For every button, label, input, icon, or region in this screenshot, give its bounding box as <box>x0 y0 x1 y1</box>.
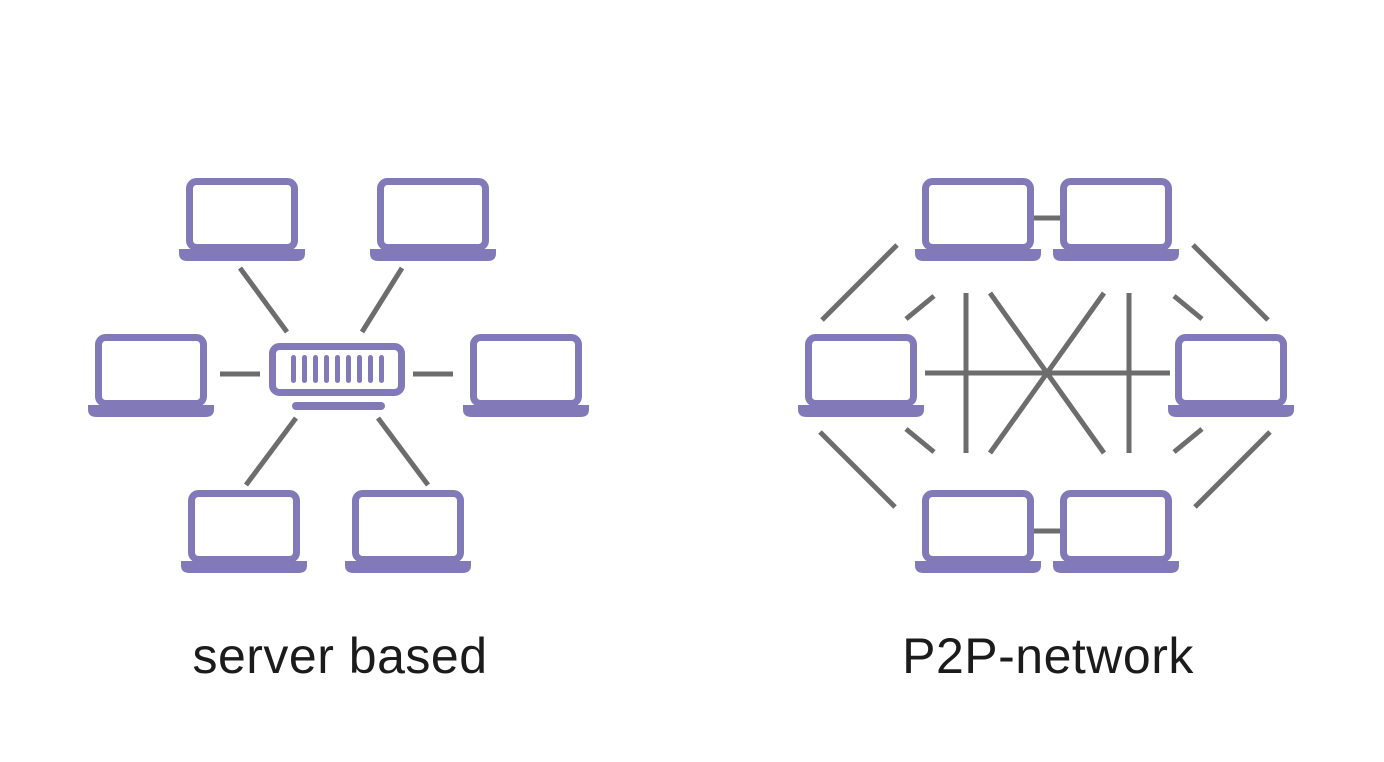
connection-line <box>1193 430 1272 509</box>
laptop-icon-top-right <box>370 182 496 262</box>
p2p-connections <box>818 215 1272 534</box>
connection-line <box>1172 427 1204 454</box>
laptop-icon-right <box>463 338 589 418</box>
connection-line <box>243 416 299 487</box>
p2p-network-diagram <box>798 182 1294 574</box>
connection-line <box>820 243 899 322</box>
laptop-icon-bottom-left <box>915 494 1041 574</box>
connection-line <box>237 266 290 334</box>
laptop-icon-top-right <box>1053 182 1179 262</box>
connection-line <box>987 291 1107 455</box>
laptop-icon-right <box>1168 338 1294 418</box>
laptop-icon-bottom-right <box>345 494 471 574</box>
connection-line <box>904 427 936 454</box>
laptop-icon-top-left <box>915 182 1041 262</box>
connection-line <box>359 266 405 334</box>
p2p-network-label: P2P-network <box>902 628 1194 684</box>
laptop-icon-bottom-left <box>181 494 307 574</box>
connection-line <box>375 416 431 487</box>
server-based-label: server based <box>192 628 488 684</box>
laptop-icon-left <box>798 338 924 418</box>
server-based-connections <box>220 266 453 487</box>
connection-line <box>1172 294 1204 321</box>
server-rack-icon <box>273 347 402 411</box>
laptop-icon-left <box>88 338 214 418</box>
connection-line <box>818 430 897 509</box>
laptop-icon-bottom-right <box>1053 494 1179 574</box>
server-based-diagram <box>88 182 589 574</box>
laptop-icon-top-left <box>179 182 305 262</box>
connection-line <box>904 294 936 321</box>
connection-line <box>1191 243 1270 322</box>
